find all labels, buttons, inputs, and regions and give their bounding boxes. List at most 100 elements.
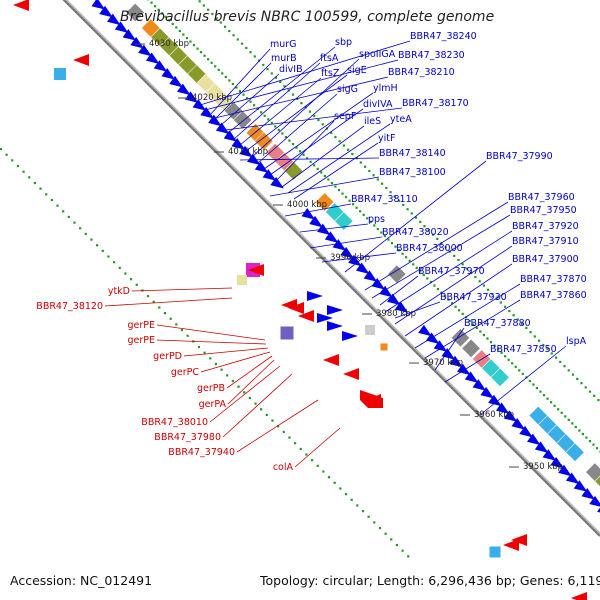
reverse-gene-arrow (503, 539, 519, 551)
forward-label-leader (219, 73, 280, 127)
gc-skew-dots (0, 0, 600, 558)
reverse-strand-genes (13, 0, 587, 600)
forward-label-leader (424, 299, 521, 359)
forward-gene-arrow (309, 215, 323, 228)
gc-dot (415, 266, 418, 269)
forward-gene-arrow (565, 472, 580, 485)
gc-dot (433, 284, 436, 287)
gc-dot (341, 192, 344, 195)
cog-block (387, 264, 407, 284)
reverse-gene-arrow (298, 310, 314, 322)
gc-dot (242, 93, 245, 96)
forward-gene-arrow (114, 21, 129, 33)
gc-dot (271, 419, 274, 422)
gc-dot (163, 312, 167, 315)
forward-gene-label: spoIIGA (359, 49, 396, 60)
gc-dot (313, 164, 316, 167)
forward-gene-arrow (464, 371, 479, 383)
forward-gene-arrow (169, 75, 183, 88)
gc-dot (158, 306, 161, 309)
gc-dot (402, 203, 405, 207)
gc-dot (294, 442, 297, 445)
gc-dot (0, 147, 3, 151)
gc-dot (385, 186, 388, 190)
reverse-gene-label: gerPC (171, 367, 200, 378)
gc-dot (423, 225, 426, 228)
gc-dot (518, 369, 521, 372)
gc-dot (468, 319, 471, 323)
gc-dot (202, 4, 205, 7)
gc-dot (516, 318, 519, 321)
gc-dot (520, 322, 524, 325)
gc-dot (447, 298, 450, 301)
gc-dot (274, 125, 277, 128)
gc-dot (593, 394, 596, 397)
gc-dot (559, 360, 562, 364)
forward-gene-arrow (215, 122, 230, 135)
cog-block (594, 471, 600, 491)
gc-dot (431, 233, 435, 236)
gc-dot (368, 169, 371, 173)
gc-dot (226, 374, 229, 377)
gc-dot (281, 132, 284, 135)
reverse-gene-label: BBR47_37940 (168, 447, 235, 458)
gc-dot (373, 521, 376, 524)
reverse-gene-arrow (571, 592, 587, 600)
gc-dot (288, 139, 291, 142)
gc-dot (578, 429, 581, 432)
gc-dot (220, 368, 223, 371)
gc-dot (282, 430, 285, 434)
gc-dot (414, 216, 418, 219)
forward-gene-arrow (177, 83, 191, 96)
forward-gene-arrow (317, 313, 333, 323)
gc-dot (364, 165, 367, 168)
gc-dot (265, 413, 268, 417)
forward-gene-arrow (534, 441, 549, 453)
forward-label-leader (269, 108, 364, 176)
gc-dot (288, 436, 291, 439)
reverse-label-leader (227, 359, 275, 405)
gc-dot (592, 443, 595, 446)
cog-block (565, 442, 585, 462)
gc-dot (266, 68, 269, 71)
forward-label-leader (404, 263, 513, 337)
gc-dot (359, 161, 362, 164)
gc-dot (248, 396, 251, 400)
gc-dot (107, 255, 110, 258)
gc-dot (419, 220, 422, 224)
gc-dot (491, 292, 494, 296)
gc-dot (245, 46, 248, 50)
gc-dot (475, 326, 478, 330)
forward-gene-arrow (153, 60, 168, 72)
forward-gene-label: BBR47_37900 (512, 254, 579, 265)
forward-gene-arrow (449, 355, 463, 368)
gc-dot (118, 266, 121, 269)
forward-gene-arrow (425, 332, 440, 345)
gc-dot (182, 33, 185, 36)
gc-dot (178, 29, 181, 33)
gc-dot (168, 19, 171, 22)
gc-dot (436, 287, 440, 291)
reverse-gene-label: gerPB (197, 383, 225, 394)
reverse-gene-arrow (343, 368, 359, 380)
forward-gene-arrow (472, 379, 487, 391)
gc-dot (207, 8, 210, 11)
reverse-label-leader (156, 339, 267, 345)
forward-label-leader (344, 160, 487, 273)
gc-dot (327, 476, 331, 479)
gc-dot (436, 237, 439, 240)
gc-dot (539, 390, 542, 393)
gc-dot (576, 377, 579, 380)
gc-dot (73, 221, 76, 224)
gc-dot (196, 47, 199, 50)
forward-gene-arrow (355, 262, 370, 275)
forward-gene-label: ftsA (320, 53, 339, 64)
gc-dot (16, 164, 20, 168)
forward-gene-arrow (184, 91, 199, 103)
gc-dot (397, 199, 401, 202)
gc-dot (478, 280, 481, 283)
gc-dot (161, 12, 164, 15)
gc-dot (306, 157, 309, 160)
feature-box (365, 325, 375, 335)
forward-gene-arrow (527, 433, 541, 446)
